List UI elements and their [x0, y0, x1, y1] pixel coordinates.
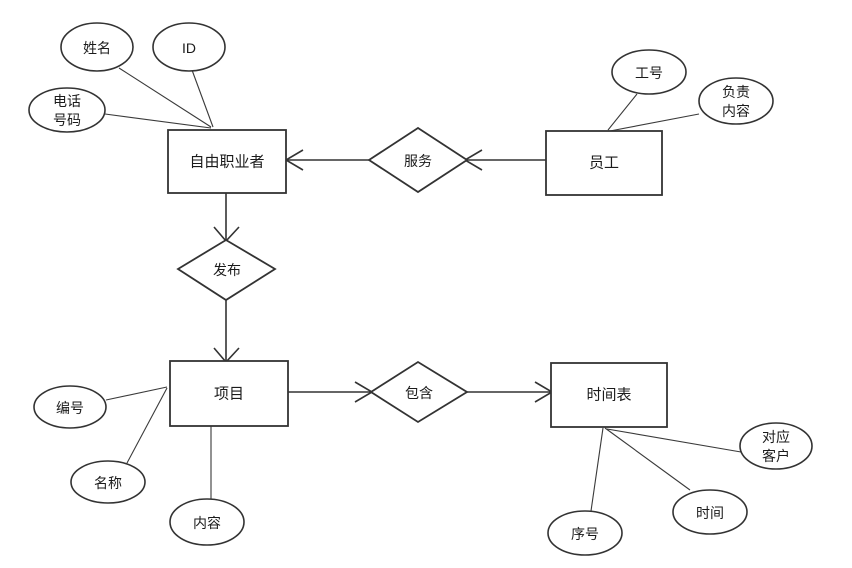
entity-freelancer: 自由职业者 [167, 129, 287, 194]
attribute-serial-ellipse [33, 385, 107, 429]
attribute-phone-label-line2: 号码 [53, 112, 81, 128]
connector-duty-employee [609, 113, 700, 132]
attribute-time-label: 时间 [696, 505, 724, 521]
entity-freelancer-box [167, 129, 287, 194]
attribute-id-ellipse [152, 22, 226, 72]
entity-project-box [169, 360, 289, 427]
connector-name-freelancer [118, 67, 212, 128]
attribute-phone-ellipse [28, 87, 106, 133]
attribute-seq: 序号 [547, 510, 623, 556]
attribute-duty: 负责 内容 [698, 77, 774, 125]
attribute-client: 对应 客户 [739, 422, 813, 470]
entity-timetable-label: 时间表 [586, 387, 631, 404]
attribute-id-label: ID [182, 40, 196, 56]
attribute-content: 内容 [169, 498, 245, 546]
entity-timetable: 时间表 [550, 362, 668, 428]
relationship-service: 服务 [367, 126, 469, 194]
attribute-content-ellipse [169, 498, 245, 546]
attribute-name-label: 姓名 [83, 40, 111, 56]
connector-client-timetable [606, 428, 742, 453]
attribute-id: ID [152, 22, 226, 72]
attribute-time-ellipse [672, 489, 748, 535]
relationship-publish-label: 发布 [213, 262, 241, 278]
attribute-client-ellipse [739, 422, 813, 470]
attribute-title-ellipse [70, 460, 146, 504]
attribute-duty-label-line2: 内容 [722, 103, 750, 119]
relationship-publish-diamond [176, 238, 277, 302]
attribute-seq-ellipse [547, 510, 623, 556]
attribute-title: 名称 [70, 460, 146, 504]
entity-employee: 员工 [545, 130, 663, 196]
attribute-time: 时间 [672, 489, 748, 535]
attribute-phone-label-line1: 电话 [53, 93, 81, 109]
attribute-work-no: 工号 [611, 49, 687, 95]
relationship-contain-label: 包含 [405, 385, 433, 401]
entity-timetable-box [550, 362, 668, 428]
entity-project-label: 项目 [214, 386, 244, 403]
attribute-work-no-label: 工号 [635, 65, 663, 81]
connector-phone-freelancer [104, 113, 212, 129]
attribute-seq-label: 序号 [571, 526, 599, 542]
attribute-duty-label-line1: 负责 [722, 84, 750, 100]
attribute-title-label: 名称 [94, 475, 122, 491]
connector-time-timetable [604, 427, 691, 491]
connector-id-freelancer [191, 69, 214, 128]
relationship-service-diamond [367, 126, 469, 194]
entity-project: 项目 [169, 360, 289, 427]
relationship-publish: 发布 [176, 238, 277, 302]
attribute-name: 姓名 [60, 22, 134, 72]
entity-freelancer-label: 自由职业者 [189, 154, 264, 171]
entity-employee-label: 员工 [589, 155, 619, 172]
attribute-name-ellipse [60, 22, 134, 72]
attribute-phone: 电话 号码 [28, 87, 106, 133]
attribute-content-label: 内容 [193, 515, 221, 531]
connector-title-project [126, 387, 168, 464]
entity-employee-box [545, 130, 663, 196]
attribute-client-label-line1: 对应 [762, 429, 790, 445]
relationship-contain-diamond [369, 360, 469, 424]
relationship-contain: 包含 [369, 360, 469, 424]
connector-workno-employee [607, 93, 638, 131]
attribute-serial: 编号 [33, 385, 107, 429]
attribute-duty-ellipse [698, 77, 774, 125]
connector-seq-timetable [590, 427, 604, 512]
attribute-work-no-ellipse [611, 49, 687, 95]
connector-serial-project [105, 386, 168, 401]
relationship-service-label: 服务 [404, 153, 432, 169]
attribute-serial-label: 编号 [56, 400, 84, 416]
attribute-client-label-line2: 客户 [762, 448, 790, 464]
